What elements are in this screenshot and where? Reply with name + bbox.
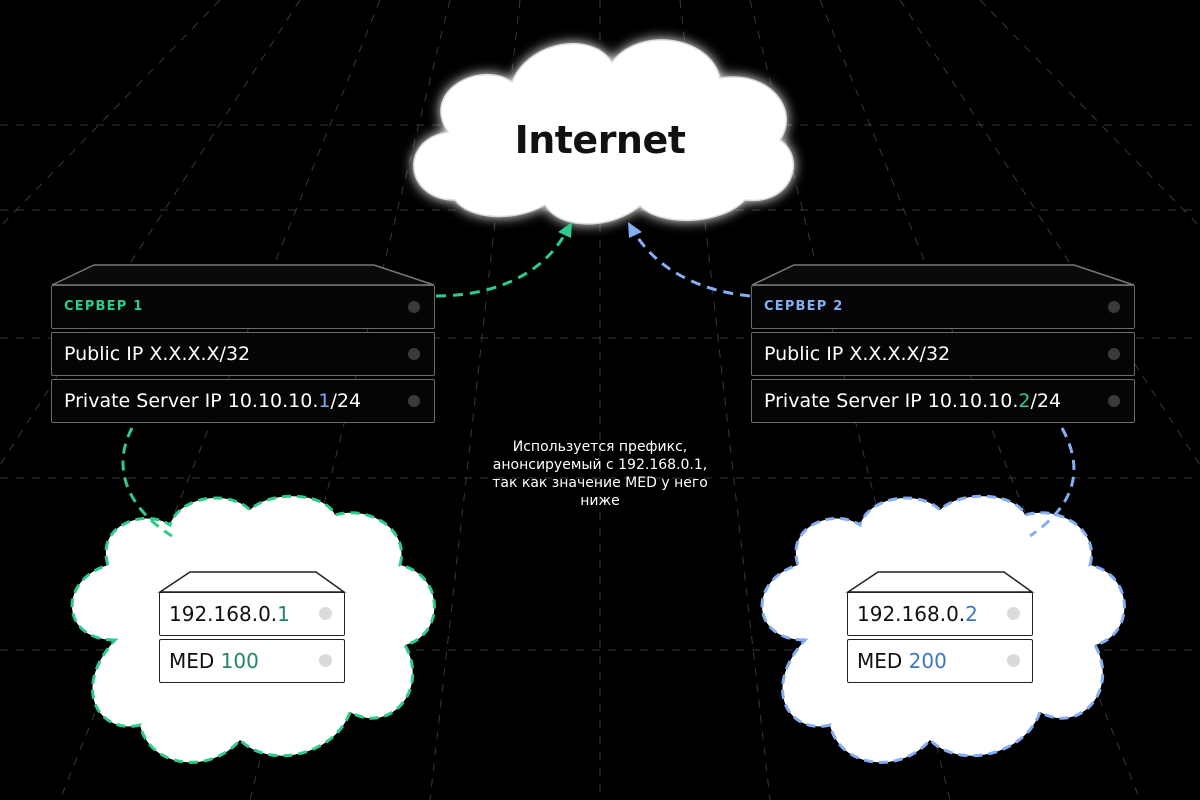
server1-title-row: СЕРВЕР 1 (51, 285, 435, 329)
link-server1-internet (435, 227, 570, 298)
router1-ip: 192.168.0.1 (169, 602, 290, 626)
arrow-head-blue (628, 222, 642, 238)
note-line-2: анонсируемый с 192.168.0.1, (492, 457, 708, 473)
router2-ip-row: 192.168.0.2 (847, 592, 1033, 636)
arrow-head-green (558, 222, 572, 238)
note-line-3: так как значение MED у него (492, 475, 708, 491)
internet-cloud (413, 39, 795, 225)
link-server2-router2 (1029, 427, 1076, 538)
router-2: 192.168.0.2 MED 200 (847, 592, 1033, 686)
note-line-4: ниже (580, 493, 620, 509)
server1-cap (51, 264, 435, 286)
server2-private-ip-row: Private Server IP 10.10.10.2/24 (751, 379, 1135, 423)
router2-led-2 (1007, 654, 1020, 667)
server1-public-ip-row: Public IP X.X.X.X/32 (51, 332, 435, 376)
link-server2-internet (630, 227, 751, 298)
server1-private-ip-row: Private Server IP 10.10.10.1/24 (51, 379, 435, 423)
router-1: 192.168.0.1 MED 100 (159, 592, 345, 686)
server2-private-ip: Private Server IP 10.10.10.2/24 (764, 390, 1062, 412)
server1-led-1 (408, 301, 420, 313)
server1-led-2 (408, 348, 420, 360)
server1-led-3 (408, 395, 420, 407)
server2-title-row: СЕРВЕР 2 (751, 285, 1135, 329)
router1-led-1 (319, 607, 332, 620)
server2-public-ip-row: Public IP X.X.X.X/32 (751, 332, 1135, 376)
router2-ip: 192.168.0.2 (857, 602, 978, 626)
router2-led-1 (1007, 607, 1020, 620)
server1-private-ip: Private Server IP 10.10.10.1/24 (64, 390, 362, 412)
routing-note: Используется префикс, анонсируемый с 192… (450, 438, 750, 510)
server2-led-3 (1108, 395, 1120, 407)
server2-led-1 (1108, 301, 1120, 313)
router2-cap (845, 571, 1035, 593)
router2-med-row: MED 200 (847, 639, 1033, 683)
router1-cap (157, 571, 347, 593)
server-1: СЕРВЕР 1 Public IP X.X.X.X/32 Private Se… (51, 285, 435, 426)
router1-med: MED 100 (169, 649, 259, 673)
server2-led-2 (1108, 348, 1120, 360)
internet-label: Internet (514, 118, 686, 162)
server2-title: СЕРВЕР 2 (764, 299, 844, 314)
note-line-1: Используется префикс, (512, 439, 688, 455)
router1-ip-row: 192.168.0.1 (159, 592, 345, 636)
server-2: СЕРВЕР 2 Public IP X.X.X.X/32 Private Se… (751, 285, 1135, 426)
router1-led-2 (319, 654, 332, 667)
server1-public-ip: Public IP X.X.X.X/32 (64, 343, 251, 365)
router1-med-row: MED 100 (159, 639, 345, 683)
server2-cap (751, 264, 1135, 286)
router2-med: MED 200 (857, 649, 947, 673)
server2-public-ip: Public IP X.X.X.X/32 (764, 343, 951, 365)
server1-title: СЕРВЕР 1 (64, 299, 144, 314)
